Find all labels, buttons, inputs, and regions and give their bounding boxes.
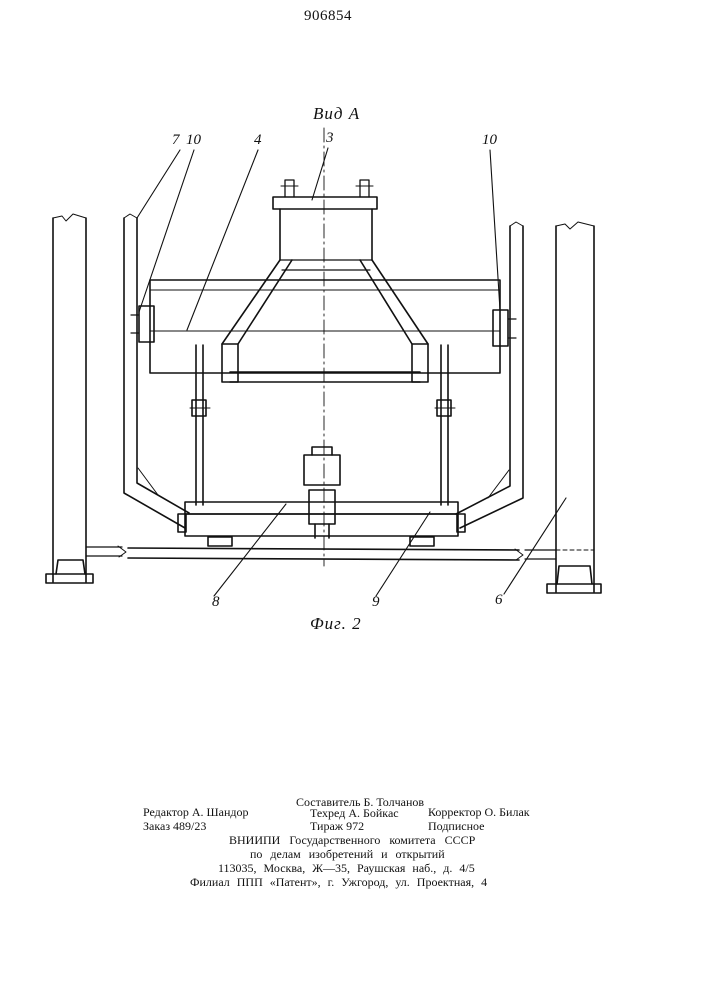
central-hook — [304, 447, 340, 538]
part-label-6: 6 — [495, 592, 503, 609]
lifting-bail — [222, 180, 428, 382]
imprint-subscription: Подписное — [428, 819, 485, 833]
part-label-4: 4 — [254, 132, 262, 149]
imprint-org-line1: ВНИИПИ Государственного комитета СССР — [229, 833, 475, 847]
imprint-corrector: Корректор О. Билак — [428, 805, 530, 819]
imprint-editor: Редактор А. Шандор — [143, 805, 249, 819]
imprint-tech-editor: Техред А. Бойкас — [310, 806, 399, 820]
imprint-order: Заказ 489/23 — [143, 819, 206, 833]
part-label-7: 7 — [172, 132, 180, 149]
part-label-8: 8 — [212, 594, 220, 611]
part-label-3: 3 — [326, 130, 334, 147]
right-outer-column — [547, 222, 601, 593]
part-label-10-left: 10 — [186, 132, 201, 149]
left-outer-column — [46, 214, 93, 583]
support-pads — [208, 537, 434, 546]
imprint-address: 113035, Москва, Ж—35, Раушская наб., д. … — [218, 861, 475, 875]
part-label-9: 9 — [372, 594, 380, 611]
imprint-circulation: Тираж 972 — [310, 819, 364, 833]
imprint-branch: Филиал ППП «Патент», г. Ужгород, ул. Про… — [190, 875, 487, 889]
imprint-org-line2: по делам изобретений и открытий — [250, 847, 445, 861]
part-label-10-right: 10 — [482, 132, 497, 149]
bottom-rail — [86, 546, 556, 560]
tie-rods — [190, 345, 455, 505]
right-hanger-frame — [456, 222, 523, 528]
lower-beam — [178, 502, 465, 536]
figure-caption: Фиг. 2 — [310, 614, 362, 634]
